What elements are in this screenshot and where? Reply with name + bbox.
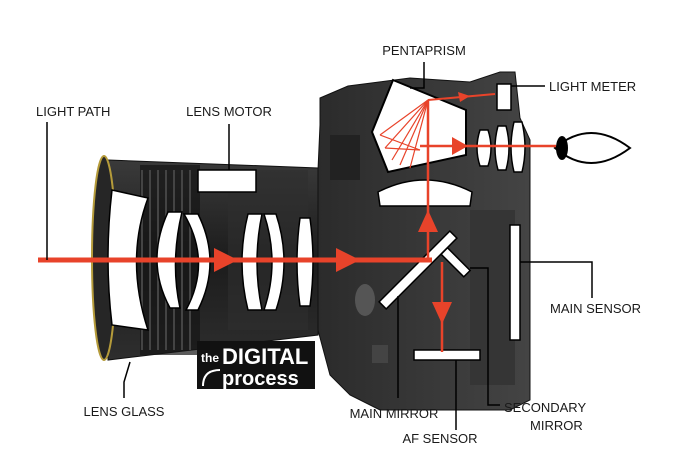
ray-arrow-2 (336, 248, 360, 272)
main-mirror (378, 230, 458, 310)
ray-arrow-1 (214, 248, 238, 272)
light-rays (38, 92, 556, 352)
label-secondary-mirror-2: MIRROR (530, 418, 583, 433)
label-main-mirror: MAIN MIRROR (350, 406, 439, 421)
ray-arrow-meter (458, 92, 470, 102)
label-secondary-mirror-1: SECONDARY (504, 400, 586, 415)
secondary-mirror (440, 246, 472, 278)
lens-element-3 (182, 213, 211, 311)
label-light-path: LIGHT PATH (36, 104, 110, 119)
focusing-screen (377, 179, 473, 207)
light-meter (496, 83, 512, 111)
label-lens-glass: LENS GLASS (84, 404, 165, 419)
lens-motor (197, 169, 257, 193)
ray-arrow-down (432, 302, 452, 324)
eye-icon (553, 132, 632, 164)
af-sensor (413, 349, 481, 361)
eyepiece-elements (476, 121, 526, 173)
logo-the: the (201, 351, 219, 365)
label-main-sensor: MAIN SENSOR (550, 301, 641, 316)
ray-arrow-eye (452, 137, 468, 155)
label-lens-motor: LENS MOTOR (186, 104, 272, 119)
leader-lines (46, 62, 593, 430)
main-sensor (509, 224, 521, 341)
ray-arrow-up (418, 210, 438, 232)
label-light-meter: LIGHT METER (549, 79, 636, 94)
logo-digital: DIGITAL (222, 344, 308, 369)
label-af-sensor: AF SENSOR (402, 431, 477, 446)
logo-process: process (222, 368, 299, 390)
label-pentaprism: PENTAPRISM (382, 43, 466, 58)
digital-process-logo: the DIGITAL process (197, 341, 315, 390)
